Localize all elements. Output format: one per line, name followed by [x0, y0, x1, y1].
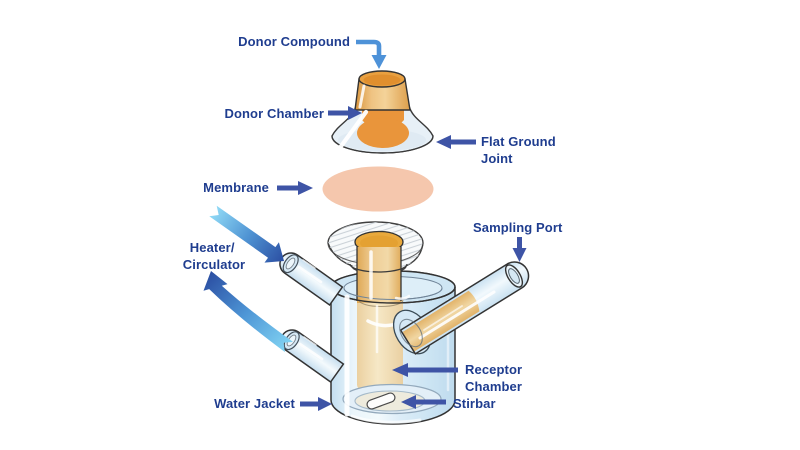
donor-tube-mouth-inner	[363, 74, 401, 86]
sampling-port-tube	[392, 261, 530, 355]
donor-tube-highlight	[358, 84, 366, 109]
sampling-tube-outline	[399, 261, 530, 355]
donor-liquid-pool	[357, 118, 409, 148]
sampling-port-arrow	[512, 237, 527, 262]
receptor-column	[357, 300, 403, 394]
flare-front-rim	[331, 135, 434, 154]
receptor-neck	[357, 247, 401, 303]
label-membrane: Membrane	[203, 180, 269, 195]
label-stirbar: Stirbar	[453, 396, 496, 411]
label-donor-compound: Donor Compound	[238, 34, 350, 49]
flow-arrow-out	[203, 271, 293, 353]
flat-ground-joint-arrow	[436, 135, 476, 149]
stirbar-arrow	[401, 395, 446, 409]
rim-dash-highlight	[394, 294, 411, 300]
membrane-arrow	[277, 181, 313, 195]
donor-assembly	[331, 70, 434, 154]
socket-inner-ring	[399, 318, 423, 348]
membrane-disc	[322, 166, 434, 212]
label-sampling-port: Sampling Port	[473, 220, 563, 235]
label-flat-ground-joint: Flat Ground Joint	[481, 134, 559, 166]
flow-arrow-in	[209, 205, 284, 263]
water-jacket-arrow	[300, 397, 332, 411]
label-water-jacket: Water Jacket	[214, 396, 295, 411]
body-bottom-highlight	[350, 414, 422, 424]
stirbar-capsule	[366, 392, 396, 410]
receptor-body	[279, 221, 530, 425]
label-heater-circulator: Heater/ Circulator	[183, 240, 245, 272]
receptor-liquid-surface-shade	[360, 235, 398, 251]
joint-collar-arc	[349, 263, 408, 273]
jacket-port-upper	[279, 252, 344, 307]
sampling-tube-mouth-inner	[508, 268, 520, 284]
donor-chamber-arrow	[328, 106, 362, 120]
label-donor-chamber: Donor Chamber	[224, 106, 324, 121]
label-receptor-chamber: Receptor Chamber	[465, 362, 526, 394]
flare-highlight	[336, 109, 369, 152]
receptor-chamber-arrow	[392, 363, 458, 377]
donor-compound-arrow	[356, 39, 387, 69]
pointer-arrows	[277, 39, 527, 411]
opening-front-arc	[343, 287, 443, 300]
